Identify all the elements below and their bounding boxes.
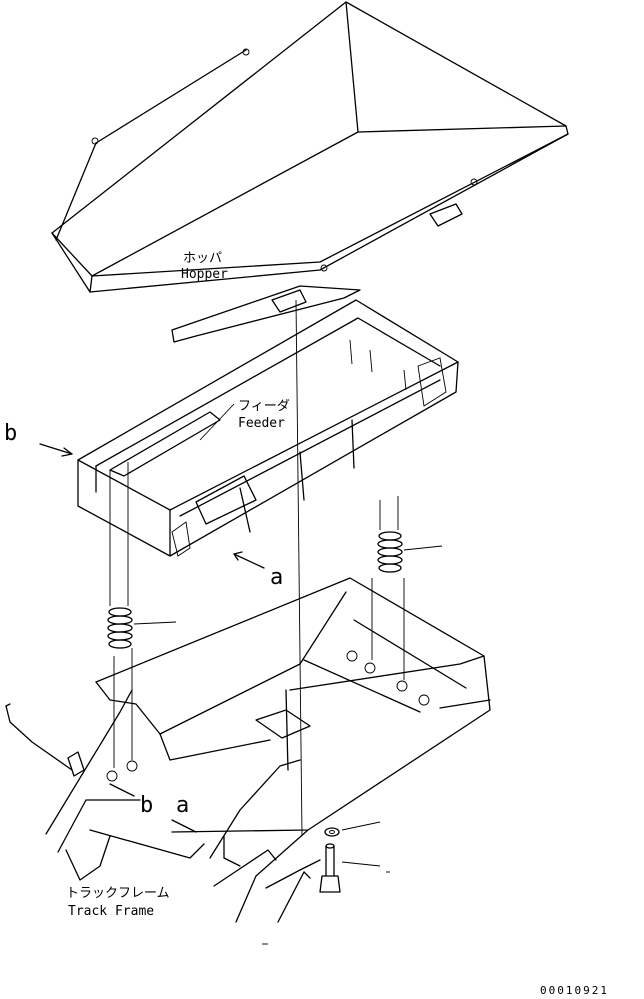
track-frame-label-en: Track Frame [68,904,154,919]
hopper-part [51,1,569,343]
callout-b-top: b [4,421,17,446]
track-frame-part [45,577,491,923]
callout-a-bottom: a [176,793,189,818]
washer [324,821,381,837]
track-frame-label-jp: トラックフレーム [66,886,170,901]
feeder-label-en: Feeder [238,416,285,431]
feeder-part [77,299,459,557]
right-pin [277,871,311,923]
arrow-a-bottom [171,819,197,833]
arrow-a-mid [233,553,265,569]
hopper-label-en: Hopper [181,267,228,282]
arrow-b-bottom [109,783,135,797]
bolt [319,843,381,893]
left-pin [5,703,73,771]
right-spring [377,531,443,573]
drawing-code: 00010921 [540,984,609,997]
callout-b-bottom: b [140,793,153,818]
arrow-b-top [39,443,73,455]
callout-a-mid: a [270,565,283,590]
feeder-label-jp: フィーダ [238,399,290,414]
left-spring [107,607,177,649]
hopper-label-jp: ホッパ [183,251,222,266]
